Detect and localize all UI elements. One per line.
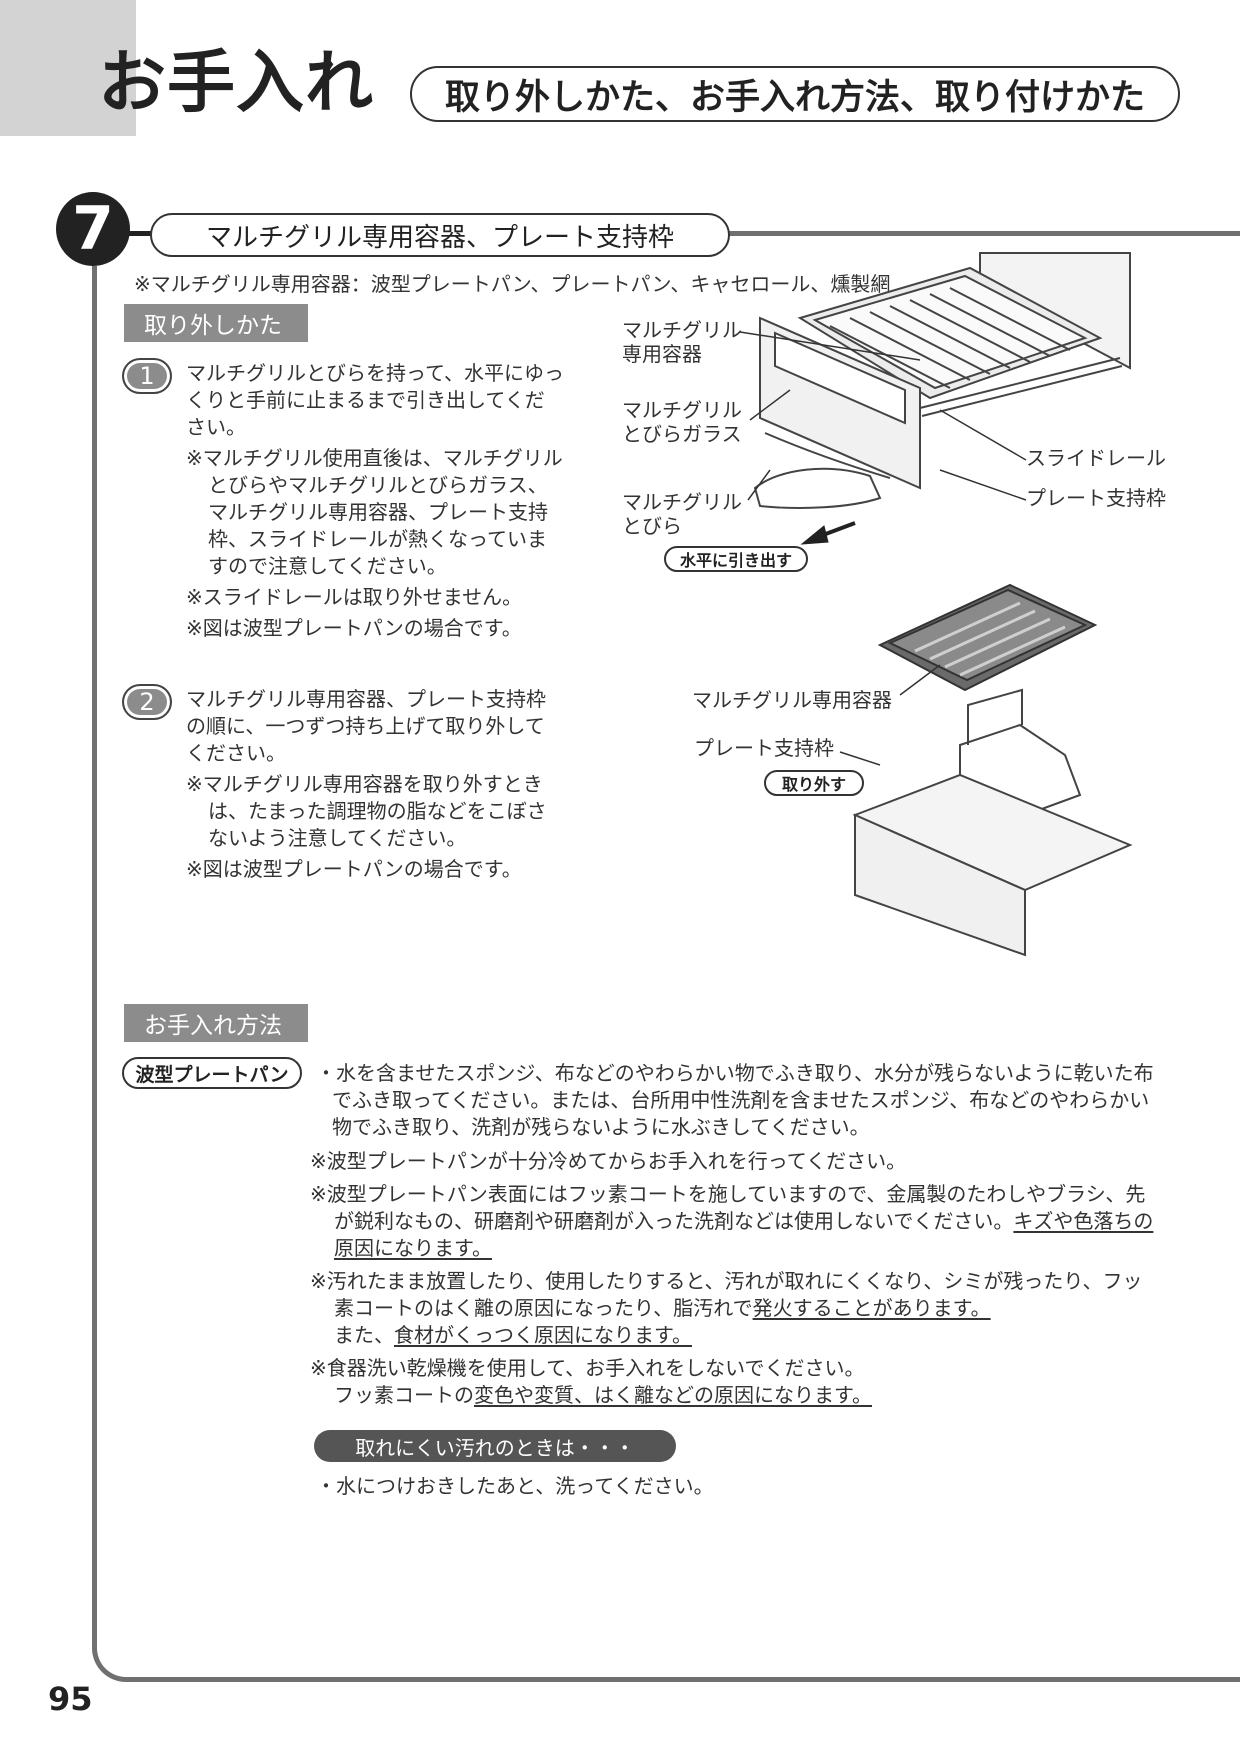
step-number-2: 2 (122, 684, 172, 720)
section-number: 7 (56, 192, 130, 266)
callout-container-2: マルチグリル専用容器 (692, 688, 892, 712)
callout-door-glass: マルチグリル とびらガラス (622, 398, 742, 446)
callout-slide-rail: スライドレール (1026, 446, 1166, 470)
grill-drawer-illustration (753, 252, 1131, 545)
figure2-leader-lines (839, 664, 941, 766)
step-1-note-2: ※スライドレールは取り外せません。 (186, 585, 523, 609)
tough-stain-heading: 取れにくい汚れのときは・・・ (314, 1430, 676, 1462)
care-notes: ※波型プレートパンが十分冷めてからお手入れを行ってください。 ※波型プレートパン… (310, 1148, 1156, 1415)
care-note-4: ※食器洗い乾燥機を使用して、お手入れをしないでください。フッ素コートの変色や変質… (310, 1356, 872, 1407)
removal-heading: 取り外しかた (124, 304, 308, 342)
care-note-3: ※汚れたまま放置したり、使用したりすると、汚れが取れにくくなり、シミが残ったり、… (310, 1269, 1143, 1347)
step-1-note-3: ※図は波型プレートパンの場合です。 (186, 616, 522, 640)
care-warning-fire: 発火することがあります。 (752, 1296, 991, 1320)
section-note: ※マルチグリル専用容器：波型プレートパン、プレートパン、キャセロール、燻製網 (134, 272, 891, 296)
step-1-instruction: マルチグリルとびらを持って、水平にゆっくりと手前に止まるまで引き出してください。 (186, 361, 564, 439)
remove-tag: 取り外す (764, 770, 864, 796)
step-2-instruction: マルチグリル専用容器、プレート支持枠の順に、一つずつ持ち上げて取り外してください… (186, 687, 546, 765)
care-note-1: ※波型プレートパンが十分冷めてからお手入れを行ってください。 (310, 1149, 907, 1173)
care-heading: お手入れ方法 (124, 1004, 308, 1042)
removal-illustration (852, 583, 1133, 957)
callout-door: マルチグリル とびら (622, 490, 742, 538)
step-number-1: 1 (122, 358, 172, 394)
callout-plate-frame-2: プレート支持枠 (694, 736, 834, 760)
step-1-text: マルチグリルとびらを持って、水平にゆっくりと手前に止まるまで引き出してください。… (186, 360, 564, 642)
page-title: お手入れ (98, 44, 375, 123)
care-warning-discolor: 変色や変質、はく離などの原因になります。 (474, 1383, 872, 1407)
care-note-2: ※波型プレートパン表面にはフッ素コートを施していますので、金属製のたわしやブラシ… (310, 1182, 1154, 1260)
callout-plate-frame: プレート支持枠 (1026, 486, 1166, 510)
wave-plate-pan-tag: 波型プレートパン (122, 1057, 302, 1089)
step-2-text: マルチグリル専用容器、プレート支持枠の順に、一つずつ持ち上げて取り外してください… (186, 686, 564, 883)
section-connector (128, 231, 152, 236)
step-1-note-1: ※マルチグリル使用直後は、マルチグリルとびらやマルチグリルとびらガラス、マルチグ… (186, 446, 563, 578)
callout-container: マルチグリル 専用容器 (622, 318, 742, 366)
care-instruction: ・水を含ませたスポンジ、布などのやわらかい物でふき取り、水分が残らないように乾い… (316, 1061, 1154, 1139)
tough-stain-instruction: ・水につけおきしたあと、洗ってください。 (316, 1474, 714, 1498)
corner-tab (0, 0, 136, 136)
page-number: 95 (48, 1680, 93, 1718)
step-2-note-1: ※マルチグリル専用容器を取り外すときは、たまった調理物の脂などをこぼさないよう注… (186, 772, 547, 850)
care-warning-scratch: キズや色落ちの原因になります。 (334, 1209, 1154, 1260)
frame-border (92, 266, 1240, 1682)
step-2-note-2: ※図は波型プレートパンの場合です。 (186, 857, 522, 881)
care-warning-stick: 食材がくっつく原因になります。 (394, 1323, 692, 1347)
figure1-leader-lines (739, 331, 921, 501)
page-subtitle: 取り外しかた、お手入れ方法、取り付けかた (410, 66, 1180, 122)
section-title: マルチグリル専用容器、プレート支持枠 (150, 213, 730, 257)
pull-out-tag: 水平に引き出す (664, 546, 808, 572)
figure1-leader-lines-right (939, 409, 1027, 501)
